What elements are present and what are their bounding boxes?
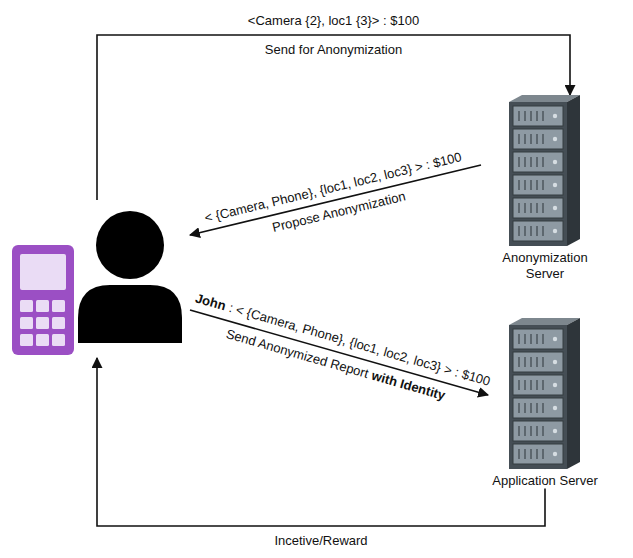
arrow-connector [97, 35, 570, 200]
user-figure [10, 200, 190, 358]
server-name: Anonymization Server [485, 250, 605, 281]
message-label: John [193, 291, 227, 314]
phone-key [52, 317, 65, 329]
server-unit [513, 398, 563, 418]
arrow-connector [190, 310, 488, 395]
server-icon [509, 318, 581, 470]
server-side [567, 95, 580, 246]
server-node: Anonymization Server [481, 95, 609, 281]
server-unit [513, 152, 563, 172]
server-unit [513, 375, 563, 395]
edge-label: Incetive/Reward [274, 534, 367, 549]
phone-key [52, 334, 65, 346]
server-unit [513, 106, 563, 126]
phone-key [36, 334, 49, 346]
phone-key [20, 300, 33, 312]
phone-key [36, 300, 49, 312]
person-body [78, 285, 182, 343]
phone-body [12, 245, 74, 355]
server-unit [513, 198, 563, 218]
server-node: Application Server [488, 318, 602, 489]
server-side [567, 318, 580, 469]
phone-screen [20, 254, 66, 290]
phone-key [36, 317, 49, 329]
server-front [509, 102, 567, 246]
arrow-connector [190, 165, 481, 235]
phone-key [20, 334, 33, 346]
server-unit [513, 175, 563, 195]
label-group: Incetive/Reward [272, 534, 369, 549]
label-group: <Camera {2}, loc1 {3}> : $100 [246, 14, 421, 29]
server-unit [513, 221, 563, 241]
server-name: Application Server [488, 473, 602, 489]
server-unit [513, 352, 563, 372]
phone-key [20, 317, 33, 329]
server-unit [513, 421, 563, 441]
server-unit [513, 329, 563, 349]
server-front [509, 325, 567, 469]
user-icon [10, 200, 190, 358]
phone-key [52, 300, 65, 312]
edge-label: Send for Anonymization [265, 43, 402, 58]
server-unit [513, 444, 563, 464]
label-group: Send for Anonymization [263, 43, 404, 58]
message-label: <Camera {2}, loc1 {3}> : $100 [248, 14, 419, 29]
person-head [96, 211, 164, 279]
server-unit [513, 129, 563, 149]
server-icon [509, 95, 581, 247]
